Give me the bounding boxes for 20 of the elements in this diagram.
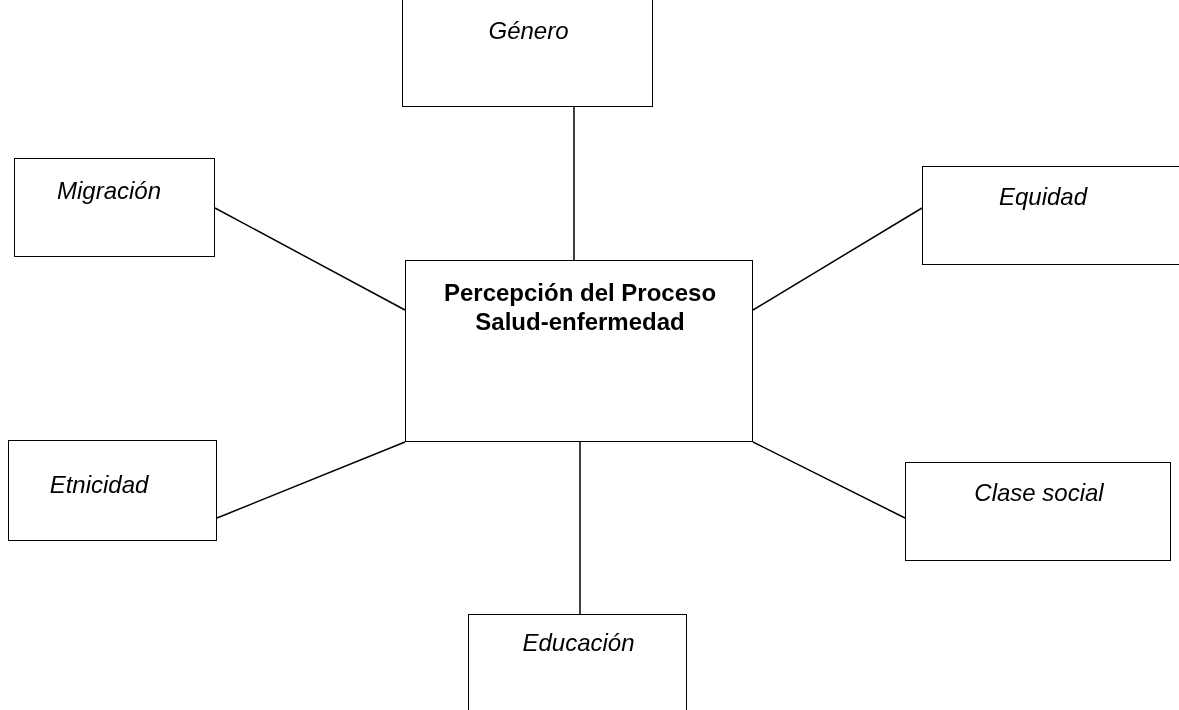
factor-label: Etnicidad	[48, 471, 150, 500]
connector-line	[579, 441, 581, 615]
central-label: Percepción del Proceso Salud-enfermedad	[442, 279, 718, 337]
connector-line	[752, 207, 923, 311]
factor-label: Migración	[55, 177, 162, 206]
factor-box	[905, 462, 1171, 561]
connector-line	[216, 441, 406, 519]
connector-line	[573, 106, 575, 261]
factor-label: Género	[487, 17, 570, 46]
factor-label: Equidad	[997, 183, 1089, 212]
connector-line	[214, 207, 406, 311]
factor-box	[922, 166, 1179, 265]
central-box	[405, 260, 753, 442]
factor-box	[8, 440, 217, 541]
factor-label: Clase social	[973, 479, 1105, 508]
factor-box	[14, 158, 215, 257]
factor-label: Educación	[521, 629, 636, 658]
factor-box	[402, 0, 653, 107]
connector-line	[752, 441, 906, 519]
factor-box	[468, 614, 687, 710]
